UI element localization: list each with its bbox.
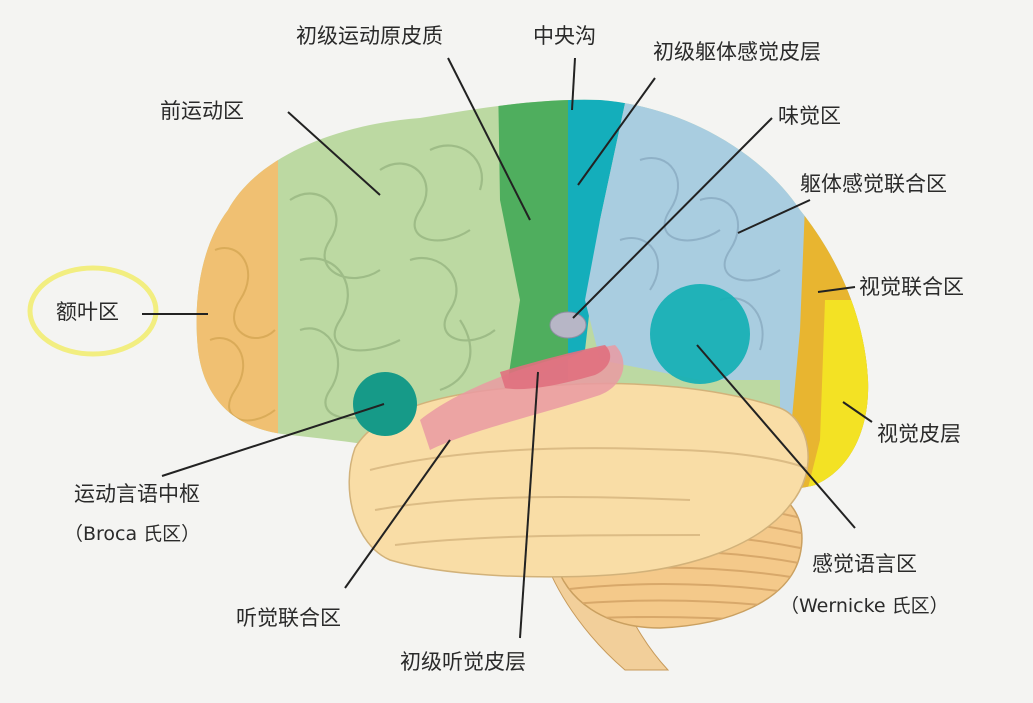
label-auditory-assoc: 听觉联合区 [236,606,341,630]
gustatory-area [550,312,586,338]
wernicke-area [650,284,750,384]
label-primary-somatosensory: 初级躯体感觉皮层 [653,40,821,64]
label-wernicke-sub: （Wernicke 氏区） [780,594,949,618]
label-broca-sub: （Broca 氏区） [64,522,200,546]
label-visual-assoc: 视觉联合区 [859,275,964,299]
frontal-region [150,80,278,530]
broca-area [353,372,417,436]
label-wernicke: 感觉语言区 [812,552,917,576]
label-gustatory: 味觉区 [778,104,841,128]
label-visual-cortex: 视觉皮层 [877,422,961,446]
label-central-sulcus: 中央沟 [533,24,596,48]
label-primary-motor: 初级运动原皮质 [296,24,443,48]
label-premotor: 前运动区 [160,99,244,123]
label-primary-auditory: 初级听觉皮层 [400,650,526,674]
label-broca: 运动言语中枢 [74,482,200,506]
label-frontal: 额叶区 [56,300,119,324]
label-somatosensory-assoc: 躯体感觉联合区 [800,172,947,196]
